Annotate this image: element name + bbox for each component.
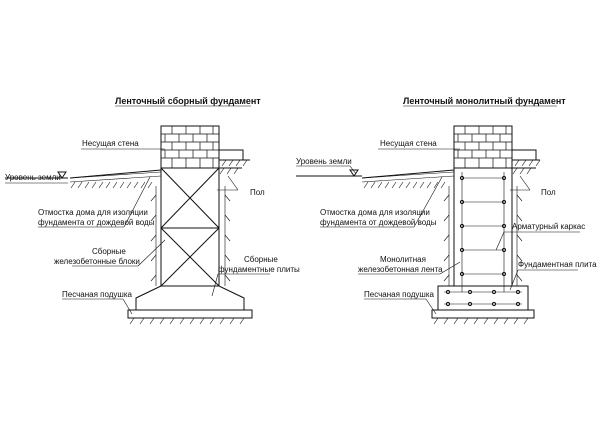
- right-title: Ленточный монолитный фундамент: [403, 96, 566, 106]
- left-label-sand: Песчаная подушка: [62, 290, 133, 299]
- right-label-sand: Песчаная подушка: [364, 290, 435, 299]
- right-label-blind-area-1: Отмостка дома для изоляции: [320, 208, 430, 217]
- left-sand-cushion: [127, 309, 253, 325]
- right-label-blind-area-2: фундамента от дождевой воды: [320, 218, 437, 227]
- right-label-bearing-wall: Несущая стена: [380, 139, 437, 148]
- left-soil-hatch: [150, 186, 231, 286]
- left-bearing-wall: [160, 125, 220, 169]
- left-foundation-plate: [135, 285, 245, 311]
- right-sand-cushion: [431, 309, 535, 325]
- right-floor-slab: [511, 149, 541, 167]
- right-label-rebar-cage: Арматурный каркас: [512, 222, 585, 231]
- left-label-plates-2: фундаментные плиты: [218, 265, 300, 274]
- left-label-bearing-wall: Несущая стена: [82, 139, 139, 148]
- left-leaders: [5, 148, 270, 315]
- right-leaders: [296, 148, 580, 315]
- right-label-floor: Пол: [541, 188, 556, 197]
- left-label-ground-level: Уровень земли: [5, 173, 61, 182]
- left-label-blind-area-1: Отмостка дома для изоляции: [38, 208, 148, 217]
- right-label-mono-1: Монолитная: [380, 255, 426, 264]
- right-label-mono-2: железобетонная лента: [358, 265, 443, 274]
- left-label-blocks-2: железобетонные блоки: [54, 257, 140, 266]
- right-ground: [296, 167, 536, 189]
- left-label-blocks-1: Сборные: [92, 247, 126, 256]
- left-label-blind-area-2: фундамента от дождевой воды: [38, 218, 155, 227]
- right-monolithic-strip: [453, 167, 513, 292]
- right-bearing-wall: [453, 125, 513, 169]
- left-concrete-blocks: [160, 167, 220, 287]
- right-foundation-plate: [437, 285, 529, 311]
- left-title: Ленточный сборный фундамент: [115, 96, 261, 106]
- monolithic-foundation-section: Ленточный монолитный фундамент: [296, 96, 597, 325]
- left-floor-slab: [218, 149, 250, 167]
- precast-foundation-section: Ленточный сборный фундамент: [5, 96, 300, 325]
- right-label-foundation-plate: Фундаментная плита: [518, 260, 597, 269]
- right-soil-hatch: [443, 186, 523, 286]
- left-label-floor: Пол: [250, 188, 265, 197]
- left-ground: [5, 167, 242, 189]
- left-label-plates-1: Сборные: [244, 255, 278, 264]
- right-label-ground-level: Уровень земли: [296, 157, 352, 166]
